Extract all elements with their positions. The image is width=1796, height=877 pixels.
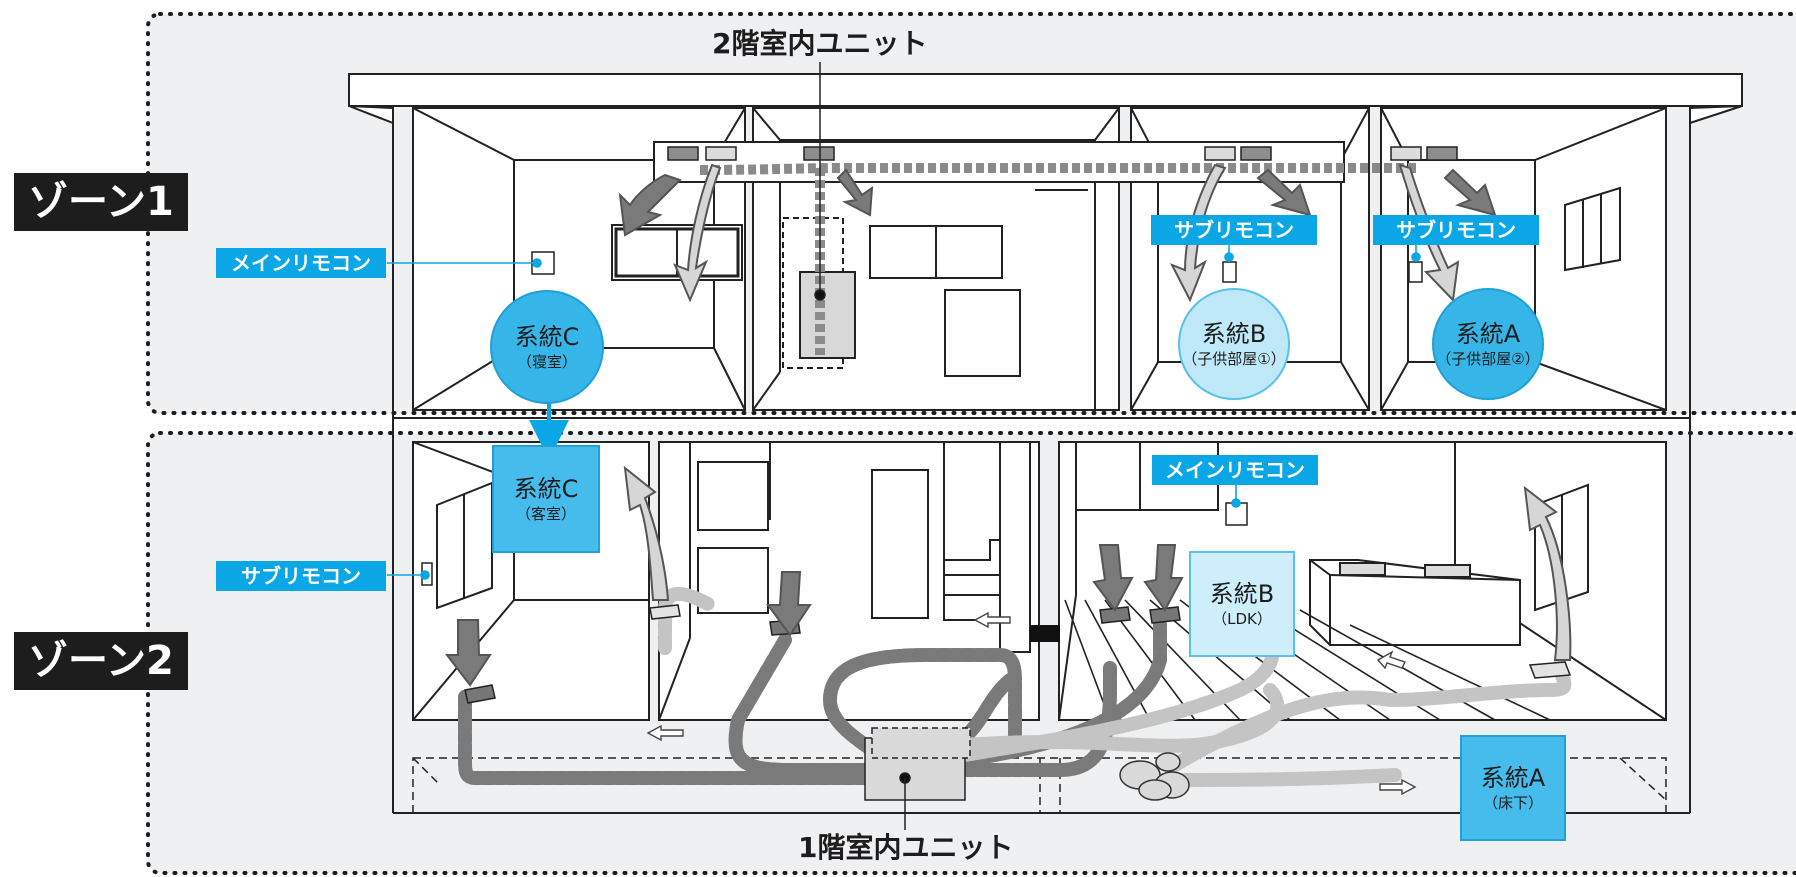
system-name: 系統A <box>1480 764 1546 792</box>
underfloor-space <box>412 757 1667 814</box>
system-room: （寝室） <box>516 353 577 371</box>
system-room: （子供部屋①） <box>1182 350 1286 368</box>
ceiling-grilles <box>667 146 1458 161</box>
upper-unit-pointer <box>814 62 826 301</box>
sub-remote-label-lower: サブリモコン <box>216 561 386 591</box>
sub-remote-label-upper-b: サブリモコン <box>1151 215 1317 245</box>
system-c-bedroom: 系統C （寝室） <box>490 290 604 404</box>
airflow-hints <box>646 611 1417 796</box>
zone1-label: ゾーン1 <box>14 173 188 231</box>
system-b-ldk: 系統B （LDK） <box>1189 551 1295 657</box>
system-b-kids-room-1: 系統B （子供部屋①） <box>1178 288 1290 400</box>
upper-indoor-unit-label: 2階室内ユニット <box>712 27 928 60</box>
main-remote-label-lower: メインリモコン <box>1152 455 1318 485</box>
airflow-arrows-lower <box>444 465 1572 687</box>
leader-lines <box>387 244 1421 580</box>
room-guest <box>412 441 650 721</box>
zone2-label: ゾーン2 <box>14 632 188 690</box>
system-name: 系統B <box>1209 580 1275 608</box>
sub-remote-label-upper-a: サブリモコン <box>1373 215 1539 245</box>
floor-grilles <box>464 604 1572 704</box>
system-a-kids-room-2: 系統A （子供部屋②） <box>1432 288 1544 400</box>
roof <box>348 73 1743 125</box>
system-room: （子供部屋②） <box>1436 350 1540 368</box>
lower-indoor-unit-label: 1階室内ユニット <box>798 831 1014 864</box>
main-remote-label-upper: メインリモコン <box>216 248 386 278</box>
lower-indoor-unit <box>864 727 971 830</box>
system-room: （客室） <box>515 505 576 523</box>
system-name: 系統C <box>513 475 579 503</box>
system-a-underfloor: 系統A （床下） <box>1460 735 1566 841</box>
system-name: 系統C <box>514 323 580 351</box>
system-name: 系統B <box>1201 320 1267 348</box>
system-c-guest-room: 系統C （客室） <box>492 445 600 553</box>
underfloor-fan <box>1119 752 1190 801</box>
system-room: （LDK） <box>1212 610 1272 628</box>
separator-block <box>1030 625 1060 642</box>
room-entrance <box>658 441 1040 721</box>
system-room: （床下） <box>1482 794 1543 812</box>
lower-ducts <box>458 586 1572 787</box>
system-name: 系統A <box>1455 320 1521 348</box>
